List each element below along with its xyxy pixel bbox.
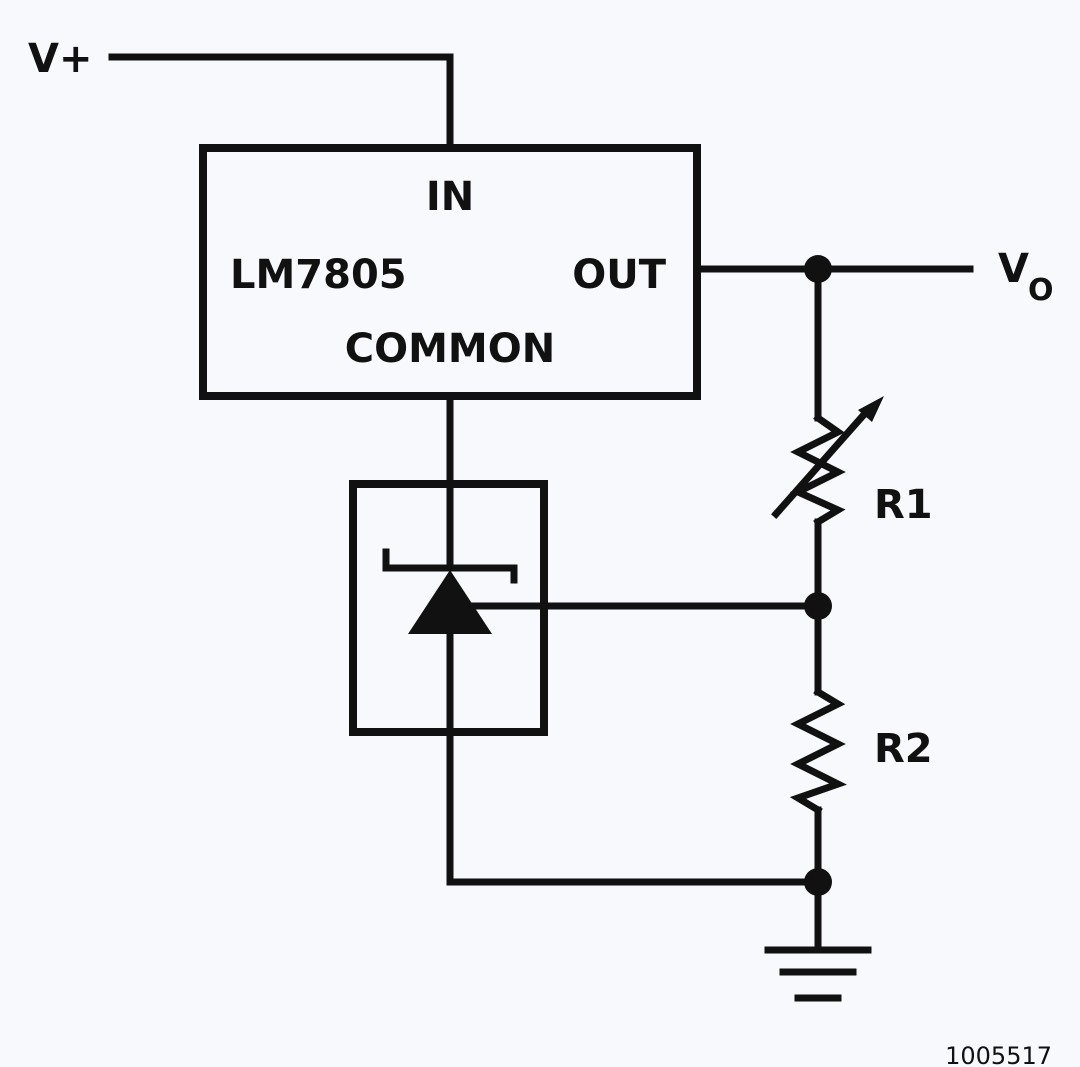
vout-label: V: [998, 246, 1029, 292]
r2-label: R2: [874, 726, 933, 772]
r2-resistor: [789, 687, 847, 815]
pin-out-label: OUT: [572, 252, 666, 298]
diode-triangle: [408, 570, 492, 634]
cathode-bar: [382, 548, 518, 584]
junction-mid: [804, 592, 832, 620]
r1-label: R1: [874, 482, 933, 528]
r1-adjust-arrowhead: [858, 396, 884, 422]
junction-out: [804, 255, 832, 283]
junction-ground: [804, 868, 832, 896]
vplus-label: V+: [28, 36, 92, 82]
vout-subscript: O: [1028, 273, 1054, 308]
r1-resistor: [789, 413, 846, 527]
pin-common-label: COMMON: [345, 326, 555, 372]
pin-in-label: IN: [426, 174, 474, 220]
anode-return-wire: [446, 630, 822, 886]
figure-id-label: 1005517: [945, 1042, 1052, 1067]
regulator-name-label: LM7805: [230, 252, 407, 298]
vplus-wire: [108, 53, 454, 152]
r1-adjust-arrow-line: [771, 405, 873, 519]
